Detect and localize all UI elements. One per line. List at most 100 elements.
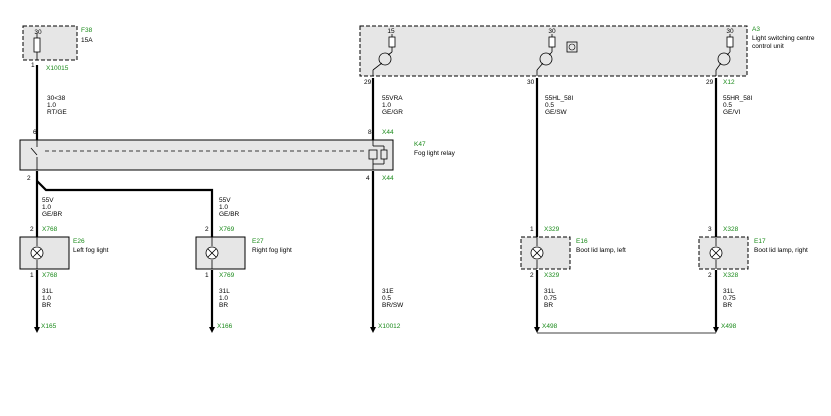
svg-text:GE/BR: GE/BR (42, 211, 63, 218)
wire-label-w7: 31L 1.0 BR (42, 288, 53, 309)
component-name: Left fog light (73, 247, 109, 254)
fuse-icon (726, 36, 734, 48)
wire-terminals (34, 327, 719, 333)
fuse-rating: 15A (81, 37, 93, 44)
svg-text:1.0: 1.0 (219, 204, 228, 211)
connector-label: X44 (382, 129, 394, 136)
svg-text:GE/GR: GE/GR (382, 109, 403, 116)
pin-label: 30 (726, 28, 734, 35)
fuse-icon (548, 36, 556, 48)
wire-label-w6: 55V 1.0 GE/BR (219, 197, 240, 218)
svg-text:1.0: 1.0 (42, 204, 51, 211)
pin-label: 2 (205, 226, 209, 233)
pin-label: 1 (30, 272, 34, 279)
component-name: Light switching centre (752, 35, 815, 42)
svg-text:31L: 31L (219, 288, 230, 295)
svg-text:55V: 55V (219, 197, 231, 204)
ground-connector: X166 (217, 323, 233, 330)
connector-label: X12 (723, 79, 735, 86)
ground-connector: X498 (721, 323, 737, 330)
svg-text:1.0: 1.0 (47, 102, 56, 109)
svg-text:55HL_58I: 55HL_58I (545, 95, 573, 102)
svg-text:1.0: 1.0 (42, 295, 51, 302)
svg-text:1.0: 1.0 (219, 295, 228, 302)
component-id: E26 (73, 238, 85, 245)
svg-text:0.75: 0.75 (544, 295, 557, 302)
pin-label: 4 (366, 175, 370, 182)
svg-text:GE/VI: GE/VI (723, 109, 741, 116)
svg-text:55VRA: 55VRA (382, 95, 403, 102)
wire-label-w3: 55HL_58I 0.5 GE/SW (545, 95, 573, 116)
svg-text:31L: 31L (723, 288, 734, 295)
connector-label: X328 (723, 226, 739, 233)
svg-text:BR/SW: BR/SW (382, 302, 404, 309)
logic-chip-icon (566, 41, 578, 53)
connector-label: X769 (219, 226, 235, 233)
component-name: control unit (752, 43, 784, 50)
wire-label-w9: 31E 0.5 BR/SW (382, 288, 404, 309)
svg-text:55V: 55V (42, 197, 54, 204)
relay-switch-icon (30, 147, 38, 156)
connector-label: X768 (42, 226, 58, 233)
connector-label: X10015 (46, 65, 69, 72)
ground-connector: X165 (41, 323, 57, 330)
connector-label: X329 (544, 272, 560, 279)
component-name: Boot lid lamp, right (754, 247, 808, 254)
wire-label-w10: 31L 0.75 BR (544, 288, 557, 309)
lamp-e17: E17 Boot lid lamp, right (698, 236, 808, 270)
wire-label-w1: 30<38 1.0 RT/GE (47, 95, 67, 116)
pin-label: 29 (364, 79, 372, 86)
wire-label-w11: 31L 0.75 BR (723, 288, 736, 309)
svg-text:30<38: 30<38 (47, 95, 66, 102)
connector-label: X328 (723, 272, 739, 279)
connector-label: X329 (544, 226, 560, 233)
transistor-icon (539, 52, 553, 66)
component-id: A3 (752, 26, 760, 33)
lamp-e27: E27 Right fog light (195, 236, 292, 270)
svg-text:0.75: 0.75 (723, 295, 736, 302)
svg-text:0.5: 0.5 (545, 102, 554, 109)
component-id: F38 (81, 27, 93, 34)
pin-label: 3 (708, 226, 712, 233)
wire-label-w4: 55HR_58I 0.5 GE/VI (723, 95, 752, 116)
pin-label: 2 (30, 226, 34, 233)
svg-text:GE/SW: GE/SW (545, 109, 568, 116)
pin-label: 1 (31, 62, 35, 69)
svg-text:BR: BR (723, 302, 732, 309)
arrow-down-icon (370, 327, 376, 333)
svg-text:0.5: 0.5 (723, 102, 732, 109)
arrow-down-icon (534, 327, 540, 333)
fuse-icon (388, 36, 396, 48)
transistor-icon (378, 52, 392, 66)
connector-label: X768 (42, 272, 58, 279)
pin-label: 2 (708, 272, 712, 279)
connector-label: X44 (382, 175, 394, 182)
relay-k47: K47 Fog light relay (19, 139, 456, 171)
svg-text:BR: BR (219, 302, 228, 309)
wire-label-w5: 55V 1.0 GE/BR (42, 197, 63, 218)
svg-text:55HR_58I: 55HR_58I (723, 95, 752, 102)
connector-label: X769 (219, 272, 235, 279)
wires (35, 65, 718, 334)
pin-label: 30 (527, 79, 535, 86)
pin-label: 30 (548, 28, 556, 35)
component-name: Boot lid lamp, left (576, 247, 626, 254)
pin-label: 6 (33, 129, 37, 136)
arrow-down-icon (713, 327, 719, 333)
pin-label: 8 (368, 129, 372, 136)
svg-text:BR: BR (544, 302, 553, 309)
svg-text:31E: 31E (382, 288, 394, 295)
wire-label-w8: 31L 1.0 BR (219, 288, 230, 309)
svg-text:31L: 31L (544, 288, 555, 295)
svg-text:0.5: 0.5 (382, 295, 391, 302)
pin-label: 15 (387, 28, 395, 35)
fuse-icon (33, 37, 41, 53)
pin-label: 1 (530, 226, 534, 233)
component-id: E16 (576, 238, 588, 245)
svg-text:RT/GE: RT/GE (47, 109, 67, 116)
ground-connector: X498 (542, 323, 558, 330)
control-unit-a3: 15 30 30 A3 Light switching centre contr… (359, 25, 815, 77)
component-id: K47 (414, 141, 426, 148)
lamp-e16: E16 Boot lid lamp, left (520, 236, 626, 270)
